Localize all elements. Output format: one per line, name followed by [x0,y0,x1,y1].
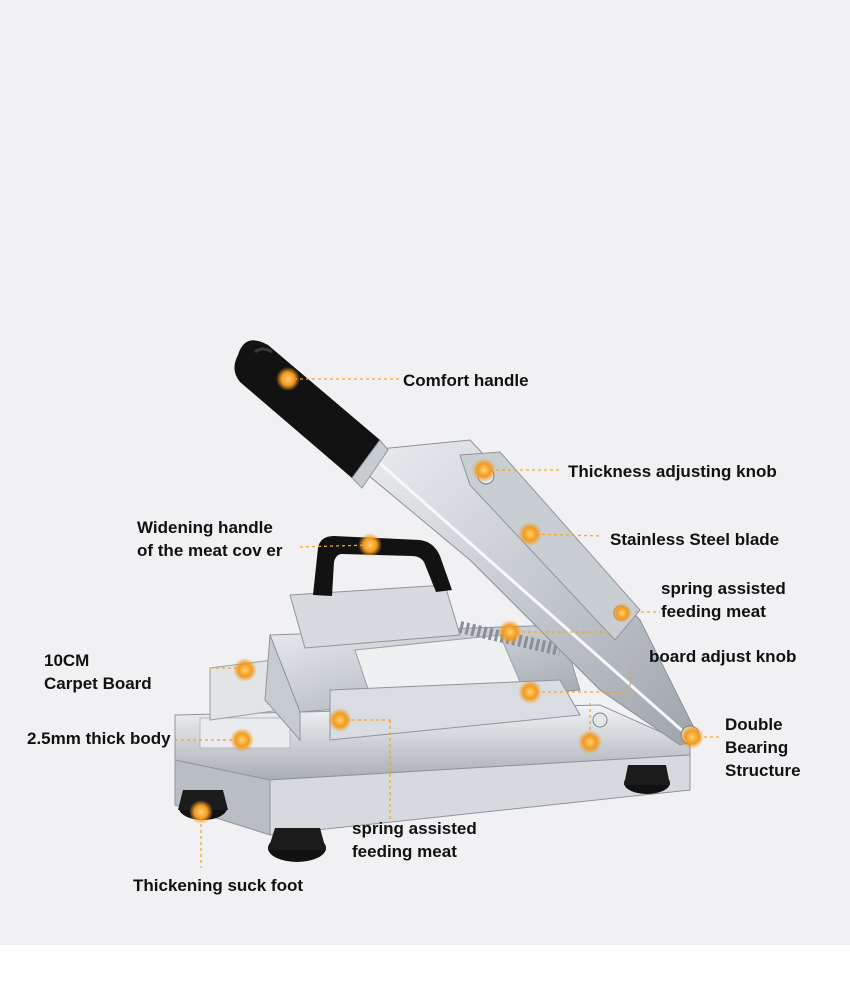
label-comfort-handle: Comfort handle [403,371,529,390]
label-suck-foot: Thickening suck foot [133,876,304,895]
label-carpet-board-line1: 10CM [44,651,90,670]
label-body-thickness: 2.5mm thick body [27,729,171,748]
label-widening-handle-line2: of the meat cov er [137,541,283,560]
label-widening-handle-line1: Widening handle [137,518,273,537]
label-carpet-board-line2: Carpet Board [44,674,152,693]
label-double-bearing-line3: Structure [725,761,801,780]
label-double-bearing-line2: Bearing [725,738,789,757]
callout-markers [189,367,704,824]
label-spring-top-line2: feeding meat [661,602,766,621]
label-thickness-knob: Thickness adjusting knob [568,462,777,481]
label-spring-top-line1: spring assisted [661,579,786,598]
label-stainless-blade: Stainless Steel blade [610,530,780,549]
slicer-body [174,704,691,836]
label-double-bearing-line1: Double [725,715,783,734]
label-spring-bottom-line2: feeding meat [352,842,457,861]
label-spring-bottom-line1: spring assisted [352,819,477,838]
label-board-knob: board adjust knob [649,647,797,666]
comfort-handle [234,340,389,489]
meat-cover [289,536,461,649]
meat-chute [264,624,581,742]
